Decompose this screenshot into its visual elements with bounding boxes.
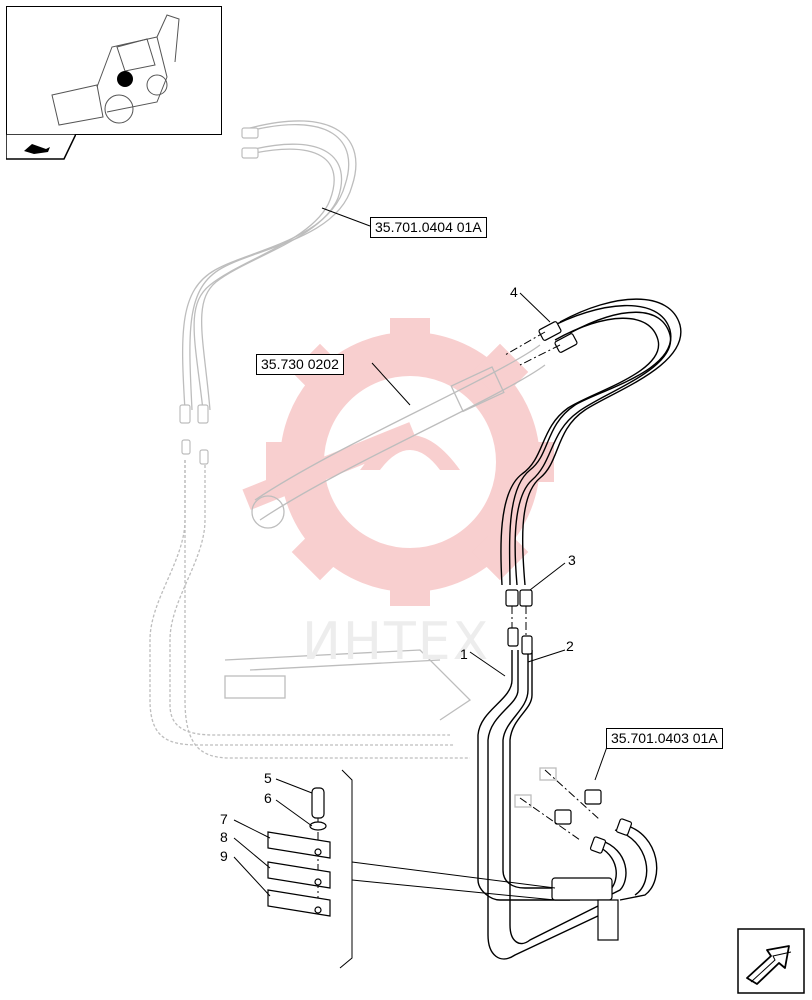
item-number-9: 9 — [220, 848, 228, 864]
callout-valve[interactable]: 35.730 0202 — [256, 354, 344, 375]
watermark-text: ИНТЕХ — [302, 612, 491, 672]
next-page-arrow-icon[interactable] — [737, 928, 805, 994]
machine-thumbnail — [6, 6, 222, 135]
callout-upper-hoses[interactable]: 35.701.0404 01A — [370, 217, 487, 238]
item-number-3: 3 — [568, 552, 576, 568]
item-number-5: 5 — [264, 770, 272, 786]
item-number-6: 6 — [264, 790, 272, 806]
item-number-1: 1 — [460, 646, 468, 662]
clamp-parts — [267, 787, 331, 917]
backhoe-loader-icon — [51, 14, 180, 126]
leader-lines — [233, 207, 609, 897]
fittings — [505, 321, 633, 941]
item-number-4: 4 — [510, 284, 518, 300]
item-number-2: 2 — [566, 638, 574, 654]
item-number-8: 8 — [220, 829, 228, 845]
view-tag-icon — [6, 134, 76, 160]
ghost-fittings — [179, 127, 259, 465]
item-number-7: 7 — [220, 811, 228, 827]
callout-lower-hoses[interactable]: 35.701.0403 01A — [606, 728, 723, 749]
assembly-bracket — [339, 769, 556, 969]
main-hoses — [477, 298, 682, 960]
ghost-hoses — [149, 120, 557, 808]
